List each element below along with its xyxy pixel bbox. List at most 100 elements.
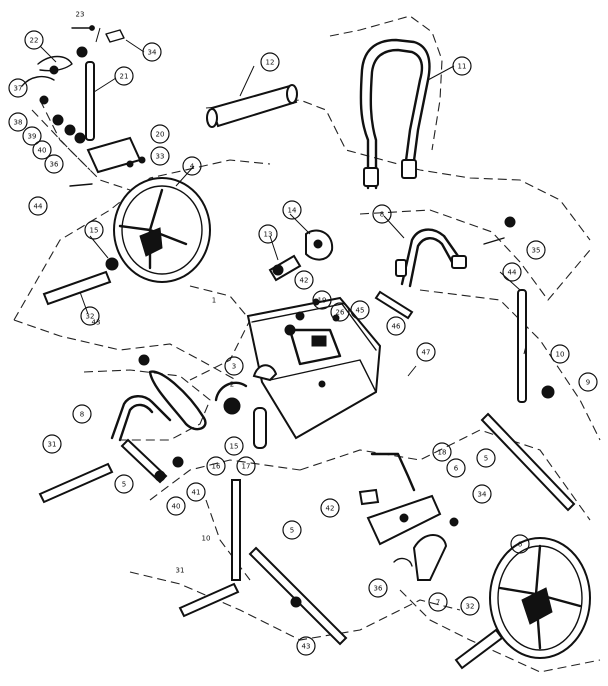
callout-circle xyxy=(42,434,62,454)
callout-6: 6 xyxy=(446,458,466,478)
callout-number: 41 xyxy=(192,489,201,497)
callout-number: 9 xyxy=(586,379,590,387)
callout-circle xyxy=(460,596,480,616)
callout-35: 35 xyxy=(526,240,546,260)
callout-circle xyxy=(258,224,278,244)
callout-number: 14 xyxy=(288,207,297,215)
callout-number: 38 xyxy=(14,119,23,127)
callout-number: 42 xyxy=(300,277,309,285)
callout-44: 44 xyxy=(502,262,522,282)
callout-31: 31 xyxy=(42,434,62,454)
callout-number: 5 xyxy=(484,455,488,463)
callout-5: 5 xyxy=(476,448,496,468)
callout-37: 37 xyxy=(8,78,28,98)
callout-3: 3 xyxy=(224,356,244,376)
callout-number: 5 xyxy=(290,527,294,535)
callout-number: 2 xyxy=(230,381,234,389)
callout-number: 31 xyxy=(48,441,57,449)
callout-number: 40 xyxy=(172,503,181,511)
callout-26: 26 xyxy=(330,302,350,322)
callout-9: 9 xyxy=(578,372,598,392)
callout-circle xyxy=(386,316,406,336)
axle-left xyxy=(42,270,112,306)
callout-12: 12 xyxy=(260,52,280,72)
callout-circle xyxy=(224,436,244,456)
callout-number: 21 xyxy=(120,73,129,81)
callout-number: 10 xyxy=(556,351,565,359)
leader-lines xyxy=(39,27,527,377)
callout-number: 44 xyxy=(508,269,517,277)
callout-circle xyxy=(476,448,496,468)
callout-circle xyxy=(206,456,226,476)
callout-number: 33 xyxy=(156,153,165,161)
callout-circle xyxy=(330,302,350,322)
callout-circle xyxy=(428,592,448,612)
callout-circle xyxy=(182,156,202,176)
callout-19: 19 xyxy=(312,290,332,310)
callout-number: 45 xyxy=(356,307,365,315)
cover-plate xyxy=(206,84,298,128)
callout-circle xyxy=(150,146,170,166)
callout-number: 23 xyxy=(76,11,85,19)
callout-circle xyxy=(236,456,256,476)
callout-45: 45 xyxy=(350,300,370,320)
callout-43: 43 xyxy=(296,636,316,656)
callout-42: 42 xyxy=(294,270,314,290)
callout-circle xyxy=(84,220,104,240)
callout-36: 36 xyxy=(44,154,64,174)
callout-number: 8 xyxy=(80,411,84,419)
callout-circle xyxy=(114,474,134,494)
callout-number: 43 xyxy=(302,643,311,651)
callout-number: 10 xyxy=(202,535,211,543)
callout-41: 41 xyxy=(186,482,206,502)
top-left-hardware xyxy=(21,25,146,187)
callout-circle xyxy=(452,56,472,76)
callout-20: 20 xyxy=(150,124,170,144)
callout-number: 35 xyxy=(532,247,541,255)
callout-number: 36 xyxy=(374,585,383,593)
callout-18: 18 xyxy=(432,442,452,462)
callout-circle xyxy=(150,124,170,144)
callout-circle xyxy=(32,140,52,160)
callout-circle xyxy=(432,442,452,462)
callout-number: 46 xyxy=(392,323,401,331)
callout-circle xyxy=(8,78,28,98)
callout-circle xyxy=(28,196,48,216)
callout-8: 8 xyxy=(72,404,92,424)
callout-circle xyxy=(44,154,64,174)
callout-5: 5 xyxy=(282,520,302,540)
callout-23: 23 xyxy=(76,11,85,19)
callout-11: 11 xyxy=(452,56,472,76)
callout-number: 40 xyxy=(38,147,47,155)
callout-10: 10 xyxy=(550,344,570,364)
callout-15: 15 xyxy=(84,220,104,240)
callout-circle xyxy=(446,458,466,478)
callout-22: 22 xyxy=(24,30,44,50)
callout-number: 15 xyxy=(90,227,99,235)
callout-34: 34 xyxy=(142,42,162,62)
callout-number: 42 xyxy=(326,505,335,513)
callout-circle xyxy=(472,484,492,504)
callout-number: 3 xyxy=(232,363,236,371)
callout-number: 22 xyxy=(30,37,39,45)
callout-1: 1 xyxy=(212,297,216,305)
callout-number: 6 xyxy=(518,541,523,549)
rod-right xyxy=(374,289,555,403)
callout-circle xyxy=(526,240,546,260)
callout-6: 6 xyxy=(510,534,530,554)
callout-21: 21 xyxy=(114,66,134,86)
u-bracket-right xyxy=(395,216,516,288)
callout-36: 36 xyxy=(368,578,388,598)
callout-39: 39 xyxy=(22,126,42,146)
callout-number: 39 xyxy=(28,133,37,141)
callout-circle xyxy=(312,290,332,310)
callout-number: 18 xyxy=(438,449,447,457)
callout-circle xyxy=(224,356,244,376)
callout-31: 31 xyxy=(176,567,185,575)
callout-number: 15 xyxy=(230,443,239,451)
callout-circle xyxy=(114,66,134,86)
callout-number: 13 xyxy=(264,231,273,239)
handle-assembly xyxy=(359,38,431,190)
callout-40: 40 xyxy=(32,140,52,160)
